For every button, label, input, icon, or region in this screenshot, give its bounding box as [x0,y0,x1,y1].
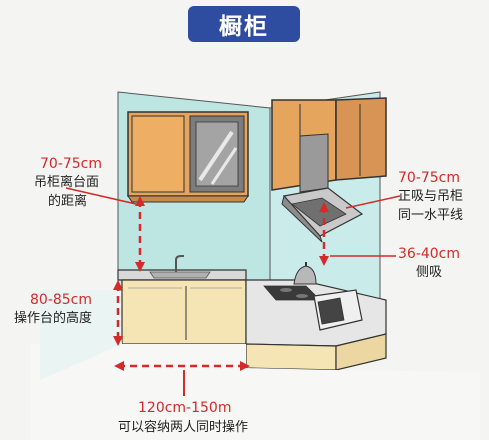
left-floor-shade [40,290,122,380]
upper-gap-value: 70-75cm [40,156,103,172]
page-title: 橱柜 [188,6,300,42]
width-value: 120cm-150m [138,400,232,416]
upper-gap-label-1: 吊柜离台面 [34,175,100,190]
hood-gap-label-2: 同一水平线 [398,208,464,223]
counter-height-label: 操作台的高度 [14,311,93,326]
floor [30,344,480,440]
base-cabinet-right [245,262,387,371]
width-label: 可以容纳两人同时操作 [118,420,249,435]
upper-gap-label-2: 的距离 [48,194,88,209]
counter-height-value: 80-85cm [30,292,93,308]
hood-gap-value: 70-75cm [398,170,461,186]
base-cabinet-left [117,255,247,345]
upper-cabinet-left [127,111,249,203]
side-gap-value: 36-40cm [398,246,461,262]
hood-gap-label-1: 正吸与吊柜 [398,189,464,204]
dimension-lines [65,187,401,396]
side-gap-label: 侧吸 [416,265,443,280]
upper-cabinet-right [271,97,387,191]
